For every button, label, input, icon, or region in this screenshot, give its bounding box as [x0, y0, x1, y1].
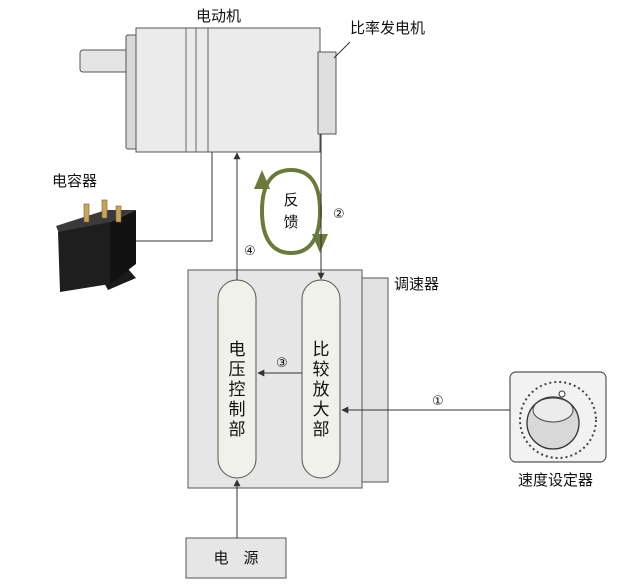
compare-amplify-char: 大 [313, 400, 330, 420]
capacitor-terminal-2 [101, 199, 108, 219]
power-supply-box [185, 537, 287, 579]
marker-4: ④ [244, 244, 256, 259]
compare-amplify-char: 比 [313, 340, 330, 360]
speed-setter: 速度设定器 [509, 371, 607, 489]
marker-2: ② [333, 207, 345, 222]
voltage-control-char: 电 [229, 340, 246, 360]
motor-body [135, 27, 321, 153]
power-supply: 电 源 [185, 537, 287, 579]
feedback-loop: 反 馈 [254, 168, 328, 255]
feedback-loop-left-arc [259, 168, 292, 255]
marker-1: ① [432, 394, 444, 409]
feedback-arrowhead-down [312, 234, 328, 253]
controller-side-panel [357, 277, 389, 483]
compare-amplify-char: 部 [313, 420, 330, 440]
speed-setter-pointer [558, 390, 566, 398]
speed-setter-dial-ring [519, 381, 597, 459]
capacitor-terminal-1 [83, 203, 90, 223]
controller: 调速器 电 压 控 制 部 比 较 放 大 部 [187, 269, 439, 489]
capacitor-label: 电容器 [52, 172, 97, 190]
marker-3: ③ [276, 356, 288, 371]
speed-setter-label: 速度设定器 [518, 471, 593, 489]
generator-leader-line [333, 41, 351, 59]
voltage-control-char: 压 [229, 360, 246, 380]
compare-amplify-block [301, 279, 341, 479]
speed-setter-knob-top [532, 397, 574, 423]
feedback-label-char: 反 [283, 191, 298, 209]
controller-label: 调速器 [394, 275, 439, 293]
voltage-control-char: 控 [229, 380, 246, 400]
capacitor: 电容器 [52, 172, 136, 292]
motor-shaft [79, 49, 129, 73]
compare-amplify-label: 比 较 放 大 部 [313, 340, 330, 440]
capacitor-side [110, 210, 136, 284]
capacitor-wire [136, 152, 213, 242]
connections [136, 134, 510, 538]
generator-body [317, 51, 337, 135]
motor-assembly: 电动机 比率发电机 [79, 7, 425, 153]
capacitor-front [58, 222, 110, 292]
feedback-label-char: 馈 [283, 213, 298, 231]
feedback-arrowhead-up [254, 170, 270, 189]
compare-amplify-char: 较 [313, 360, 330, 380]
voltage-control-char: 部 [229, 420, 246, 440]
voltage-control-label: 电 压 控 制 部 [229, 340, 246, 440]
feedback-loop-right-arc [290, 168, 323, 255]
motor-label: 电动机 [196, 7, 241, 25]
generator-label: 比率发电机 [350, 19, 425, 37]
voltage-control-char: 制 [229, 400, 246, 420]
power-supply-label: 电 源 [213, 549, 258, 567]
step-markers: ① ② ③ ④ [244, 207, 444, 409]
capacitor-terminal-3 [115, 205, 122, 223]
compare-amplify-char: 放 [313, 380, 330, 400]
